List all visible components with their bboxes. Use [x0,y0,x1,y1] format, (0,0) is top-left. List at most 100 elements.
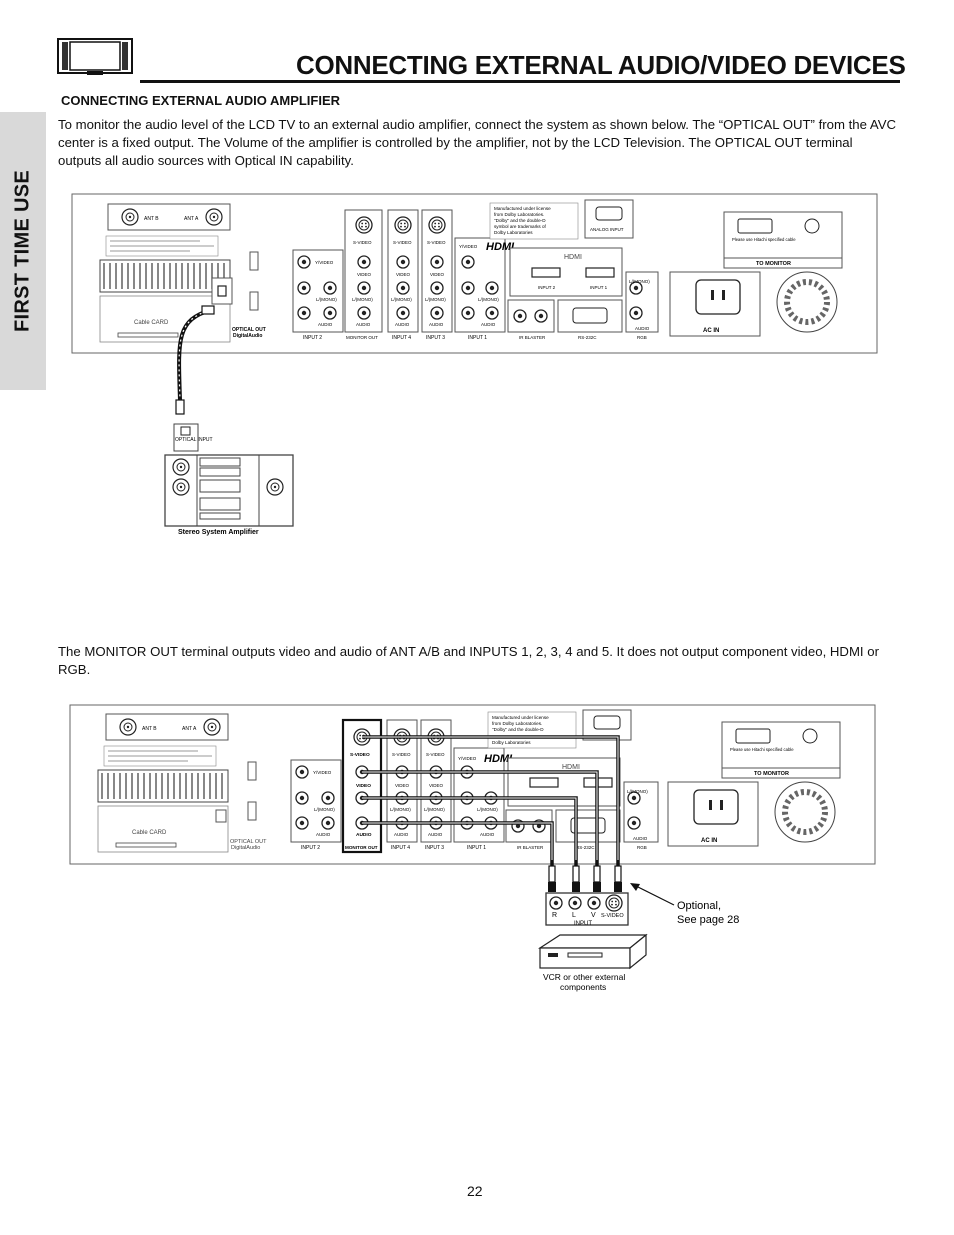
svg-text:S-VIDEO: S-VIDEO [392,752,411,757]
svg-text:L/(MONO): L/(MONO) [424,807,445,812]
svg-text:Please use Hitachi specified c: Please use Hitachi specified cable [732,237,796,242]
svg-text:RS-232C: RS-232C [576,845,595,850]
svg-text:INPUT: INPUT [574,921,592,927]
input2-label: INPUT 2 [303,335,322,341]
svg-text:S-VIDEO: S-VIDEO [426,752,445,757]
cable-card-label: Cable CARD [134,320,169,326]
page-number: 22 [467,1183,483,1199]
svg-text:R: R [552,912,557,919]
svg-text:L/(MONO): L/(MONO) [390,807,411,812]
side-tab: FIRST TIME USE [0,112,46,390]
svg-text:L/(MONO): L/(MONO) [478,297,499,302]
svg-text:symbol are trademarks of: symbol are trademarks of [494,224,547,229]
section-heading: CONNECTING EXTERNAL AUDIO AMPLIFIER [61,93,341,108]
svg-text:INPUT 3: INPUT 3 [425,845,444,851]
svg-text:VIDEO: VIDEO [430,272,445,277]
svg-text:L/(MONO): L/(MONO) [627,789,648,794]
optional-callout: Optional, See page 28 [630,883,739,926]
svg-text:INPUT 4: INPUT 4 [391,845,410,851]
svg-text:MONITOR OUT: MONITOR OUT [345,845,378,850]
svg-text:ANT A: ANT A [182,726,197,732]
svg-text:S-VIDEO: S-VIDEO [393,240,412,245]
svg-text:L/(MONO): L/(MONO) [316,297,337,302]
svg-text:HDMI: HDMI [564,254,582,261]
svg-text:Dolby Laboratories: Dolby Laboratories [492,740,531,745]
input1-label: INPUT 1 [468,335,487,341]
svg-text:INPUT 2: INPUT 2 [301,845,320,851]
svg-text:L/(MONO): L/(MONO) [314,807,335,812]
svg-text:RGB: RGB [637,845,647,850]
svg-text:DigitalAudio: DigitalAudio [231,845,260,851]
stereo-amplifier: OPTICAL INPUT Stereo System Amplifier [164,423,294,536]
digital-audio-label: DigitalAudio [233,333,262,339]
svg-text:AUDIO: AUDIO [633,836,648,841]
svg-text:RS-232C: RS-232C [578,335,597,340]
svg-text:AUDIO: AUDIO [480,832,495,837]
svg-text:AC IN: AC IN [701,838,717,844]
svg-text:Manufactured under license: Manufactured under license [492,715,549,720]
monitor-out-label: MONITOR OUT [346,335,378,340]
svg-text:OPTICAL OUT: OPTICAL OUT [230,839,267,845]
optical-out-label: OPTICAL OUT [232,327,266,333]
svg-text:L/(MONO): L/(MONO) [629,279,650,284]
svg-text:AC IN: AC IN [703,328,719,334]
svg-text:from Dolby Laboratories.: from Dolby Laboratories. [492,721,542,726]
ant-a-label: ANT A [184,216,199,222]
svg-text:Dolby Laboratories: Dolby Laboratories [494,230,533,235]
svg-text:VCR or other external: VCR or other external [543,972,625,982]
svg-text:L/(MONO): L/(MONO) [425,297,446,302]
svg-text:IR BLASTER: IR BLASTER [519,335,546,340]
svg-text:INPUT 1: INPUT 1 [590,285,608,290]
title-rule [140,80,900,83]
svg-text:VIDEO: VIDEO [396,272,411,277]
svg-text:AUDIO: AUDIO [481,322,496,327]
svg-text:OPTICAL INPUT: OPTICAL INPUT [175,437,213,443]
input4-label: INPUT 4 [392,335,411,341]
svg-text:S-VIDEO: S-VIDEO [601,913,624,919]
svg-text:Y/VIDEO: Y/VIDEO [315,260,334,265]
svg-text:Optional,: Optional, [677,900,721,912]
svg-text:INPUT 2: INPUT 2 [538,285,556,290]
svg-text:IR BLASTER: IR BLASTER [517,845,544,850]
svg-text:AUDIO: AUDIO [356,832,372,838]
tv-rear-panel-top: ANT B ANT A Cable CARD [71,193,878,415]
amplifier-label: Stereo System Amplifier [178,529,259,536]
svg-text:Cable CARD: Cable CARD [132,830,167,836]
tv-icon [57,38,133,75]
svg-text:"Dolby" and the double-D: "Dolby" and the double-D [494,218,546,223]
svg-text:L/(MONO): L/(MONO) [477,807,498,812]
svg-text:V: V [591,912,596,919]
svg-text:"Dolby" and the double-D: "Dolby" and the double-D [492,727,544,732]
svg-text:TO MONITOR: TO MONITOR [754,771,789,777]
svg-text:TO MONITOR: TO MONITOR [756,261,791,267]
svg-text:AUDIO: AUDIO [429,322,444,327]
svg-text:Y/VIDEO: Y/VIDEO [313,770,332,775]
svg-text:Manufactured under license: Manufactured under license [494,206,551,211]
svg-text:S-VIDEO: S-VIDEO [353,240,372,245]
tv-rear-panel-bottom: ANT B ANT A Cable CARD OPTICAL OUT Digit… [69,704,876,893]
svg-text:AUDIO: AUDIO [318,322,333,327]
input3-label: INPUT 3 [426,335,445,341]
svg-text:Y/VIDEO: Y/VIDEO [459,244,478,249]
vcr-device: VCR or other external components [537,933,648,992]
svg-text:VIDEO: VIDEO [357,272,372,277]
svg-text:S-VIDEO: S-VIDEO [350,752,370,758]
page-title: CONNECTING EXTERNAL AUDIO/VIDEO DEVICES [296,50,906,80]
svg-text:AUDIO: AUDIO [635,326,650,331]
svg-text:AUDIO: AUDIO [428,832,443,837]
svg-text:VIDEO: VIDEO [395,783,410,788]
svg-text:S-VIDEO: S-VIDEO [427,240,446,245]
svg-text:See page 28: See page 28 [677,914,739,926]
hdmi-logo: HDMI [486,241,515,253]
svg-text:RGB: RGB [637,335,647,340]
svg-text:components: components [560,982,606,992]
svg-text:Y/VIDEO: Y/VIDEO [458,756,477,761]
svg-text:VIDEO: VIDEO [429,783,444,788]
monitor-out-paragraph: The MONITOR OUT terminal outputs video a… [58,644,879,677]
svg-text:from Dolby Laboratories.: from Dolby Laboratories. [494,212,544,217]
ant-b-label: ANT B [144,216,159,222]
svg-text:AUDIO: AUDIO [395,322,410,327]
vcr-input-block: R L V S-VIDEO INPUT [545,892,629,927]
svg-text:Please use Hitachi specified c: Please use Hitachi specified cable [730,747,794,752]
svg-text:L: L [572,912,576,919]
